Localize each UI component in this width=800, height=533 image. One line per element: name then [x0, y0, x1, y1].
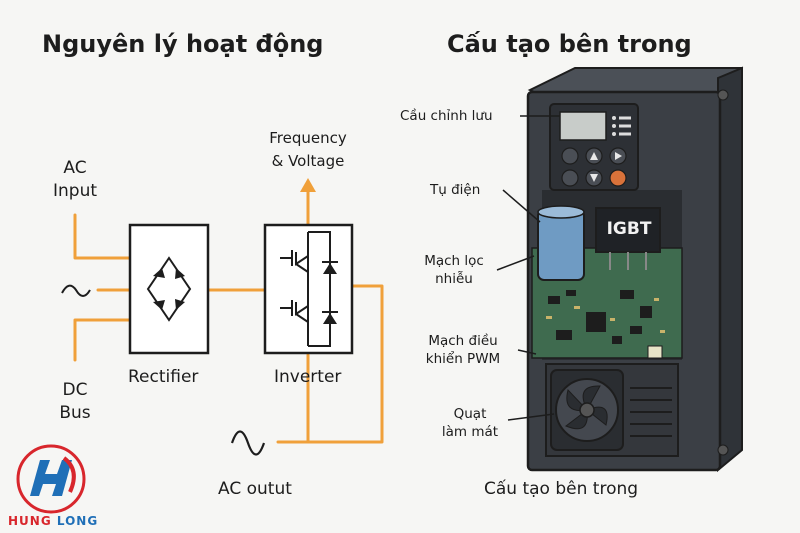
callout-filter: Mạch lọc nhiễu: [412, 252, 496, 288]
callout-capacitor: Tụ điện: [430, 182, 481, 198]
dc-bus-line-1: DC: [62, 380, 88, 400]
igbt-label: IGBT: [606, 219, 652, 239]
ac-input-sine-icon: [61, 284, 91, 297]
output-line-1: Frequency: [269, 129, 347, 147]
callout-leaders: [496, 115, 560, 421]
structure-heading: Cấu tạo bên trong: [447, 30, 692, 58]
logo-wordmark: HUNG LONG: [8, 514, 98, 528]
hung-long-logo-mark: [16, 444, 86, 514]
structure-caption: Cấu tạo bên trong: [484, 479, 639, 499]
output-line-2: & Voltage: [271, 152, 345, 170]
schematic-wires: [73, 188, 384, 444]
ac-input-line-2: Input: [52, 181, 98, 201]
capacitor: [537, 209, 585, 281]
callout-fan-line-1: Quạt: [453, 406, 487, 422]
rectifier-block: [128, 223, 210, 355]
rectifier-label: Rectifier: [128, 367, 199, 387]
dc-bus-label: DC Bus: [44, 379, 106, 425]
output-arrow-head: [300, 178, 316, 192]
logo-brand-long: LONG: [56, 514, 99, 528]
ac-input-line-1: AC: [63, 158, 87, 178]
stop-button: [609, 169, 627, 187]
logo-brand-hung: HUNG: [8, 514, 52, 528]
callout-rectifier: Cầu chỉnh lưu: [400, 108, 493, 124]
dc-bus-line-2: Bus: [59, 403, 91, 423]
callout-pwm-line-1: Mạch điều: [428, 333, 498, 349]
callout-pwm-line-2: khiển PWM: [425, 351, 501, 367]
igbt-module: [595, 207, 661, 253]
inverter-label: Inverter: [274, 367, 342, 387]
callout-fan-line-2: làm mát: [441, 424, 499, 440]
inverter-block: [263, 223, 354, 355]
ac-output-sine-icon: [230, 430, 266, 456]
callout-filter-line-2: nhiễu: [435, 271, 473, 287]
ac-output-label: AC outut: [218, 479, 292, 499]
lcd-display: [559, 111, 607, 141]
device-illustration: [526, 66, 744, 473]
frequency-voltage-label: Frequency & Voltage: [254, 127, 362, 173]
principle-heading: Nguyên lý hoạt động: [42, 30, 324, 58]
callout-fan: Quạt làm mát: [434, 405, 506, 441]
ac-input-label: AC Input: [44, 157, 106, 203]
callout-filter-line-1: Mạch lọc: [424, 253, 484, 269]
callout-pwm: Mạch điều khiển PWM: [408, 332, 518, 368]
